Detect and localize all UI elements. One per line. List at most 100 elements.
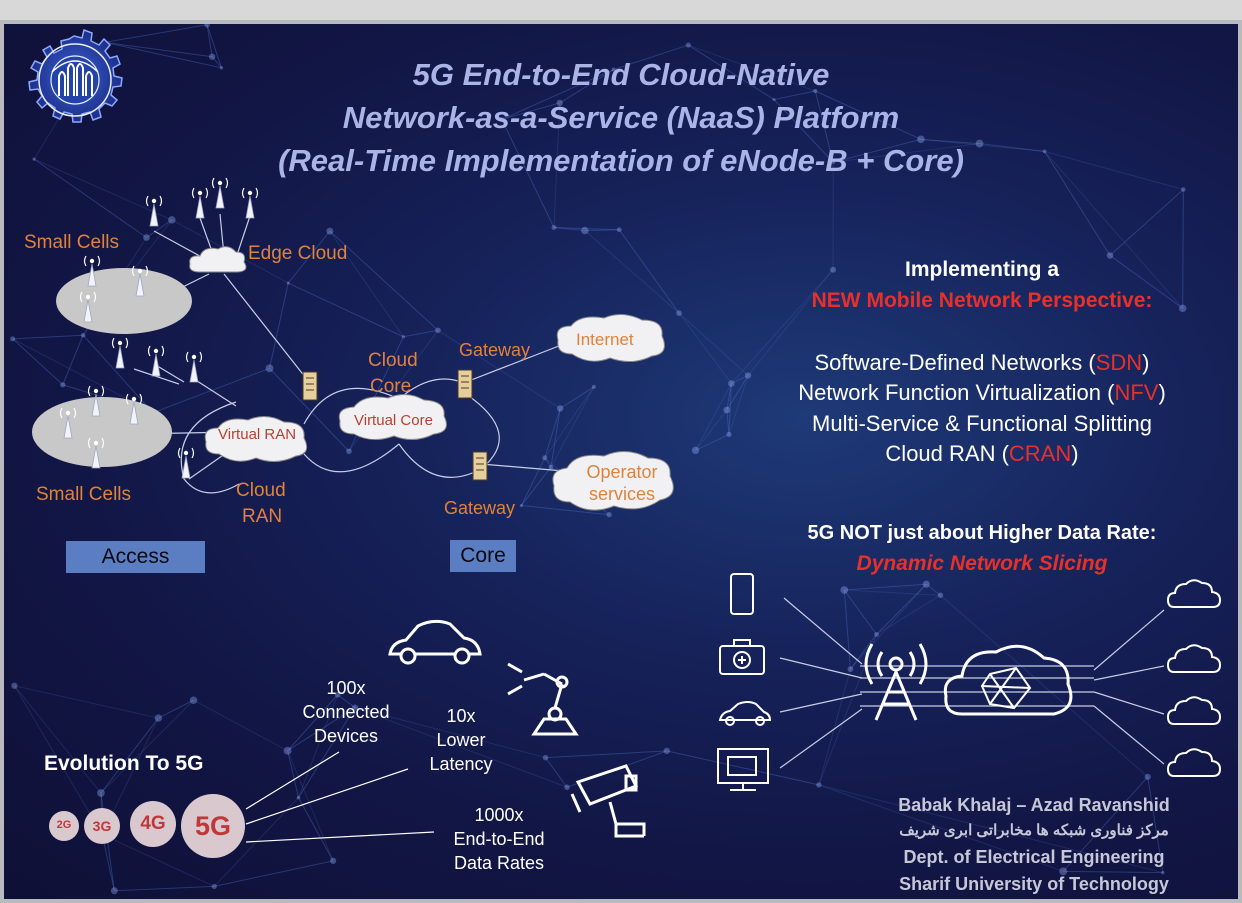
bg-link: [773, 99, 834, 163]
bg-node: [1144, 773, 1151, 780]
bg-link: [14, 685, 159, 719]
cloud-core-label-2: Core: [370, 376, 412, 397]
bg-link: [618, 229, 680, 314]
bg-link: [584, 229, 620, 232]
bg-link: [269, 282, 289, 369]
title-line-2: Network-as-a-Service (NaaS) Platform: [342, 100, 900, 135]
bg-link: [501, 119, 555, 228]
bg-link: [146, 219, 173, 238]
medical-kit-icon: [719, 639, 765, 675]
bg-node: [548, 464, 554, 470]
bg-node: [154, 714, 163, 722]
bg-link: [979, 143, 1045, 152]
bg-link: [158, 699, 194, 719]
bg-link: [850, 583, 927, 670]
bg-link: [1063, 870, 1163, 874]
credits-persian: مرکز فناوری شبکه ها مخابراتی ابری شریف: [899, 822, 1169, 839]
bg-link: [695, 409, 728, 451]
bg-node: [691, 446, 700, 455]
bg-node: [937, 592, 944, 598]
bg-node: [519, 503, 523, 508]
bg-link: [206, 24, 213, 57]
bg-link: [287, 707, 356, 752]
bg-link: [726, 409, 730, 435]
bg-node: [286, 281, 290, 285]
bg-link: [337, 694, 356, 709]
bg-node: [726, 431, 732, 438]
bg-link: [1109, 189, 1184, 256]
bg-link: [206, 24, 222, 68]
bg-node: [663, 747, 670, 755]
bg-link: [920, 138, 980, 145]
bg-link: [666, 750, 819, 786]
gen-5g-circle: [181, 794, 245, 858]
bg-link: [843, 589, 851, 670]
perspective-heading-1: Implementing a: [904, 258, 1060, 281]
perspective-item-cran: Cloud RAN (CRAN): [885, 441, 1079, 466]
bg-link: [544, 408, 561, 458]
bg-link: [833, 138, 922, 163]
bg-link: [613, 44, 689, 71]
bg-link: [33, 158, 173, 221]
bg-link: [876, 583, 927, 635]
bg-link: [695, 433, 730, 451]
perspective-item-nfv: Network Function Virtualization (NFV): [798, 380, 1166, 405]
bg-link: [544, 408, 561, 458]
smartphone-icon: [730, 573, 754, 615]
bg-link: [287, 694, 338, 752]
bg-link: [104, 24, 208, 43]
bg-link: [329, 230, 439, 331]
bg-link: [731, 375, 749, 384]
robot-arm-icon: [507, 662, 579, 736]
bg-link: [747, 269, 834, 376]
gateway-top-label: Gateway: [459, 340, 531, 360]
bg-link: [287, 707, 356, 752]
bg-link: [100, 717, 159, 794]
bg-link: [818, 784, 1163, 874]
bg-link: [553, 227, 620, 231]
bg-link: [12, 334, 84, 340]
bg-link: [100, 699, 194, 794]
bg-link: [844, 589, 941, 596]
bg-link: [544, 457, 552, 468]
bg-link: [678, 312, 732, 384]
bg-link: [12, 338, 64, 386]
bg-link: [613, 44, 689, 71]
small-cells-bottom-label: Small Cells: [36, 484, 132, 505]
bg-link: [815, 90, 922, 140]
bg-link: [815, 90, 922, 140]
bg-node: [542, 754, 549, 761]
bg-node: [296, 795, 301, 800]
operator-cloud: [552, 451, 674, 511]
bg-link: [501, 102, 560, 120]
title-line-3: (Real-Time Implementation of eNode-B + C…: [278, 143, 964, 178]
cell-tower-icon: [864, 643, 928, 721]
internet-label: Internet: [576, 330, 634, 349]
bg-link: [773, 90, 816, 101]
bg-link: [849, 634, 877, 670]
bg-link: [731, 375, 749, 384]
bg-link: [1147, 776, 1164, 873]
bg-link: [553, 227, 620, 231]
bg-link: [1044, 150, 1184, 190]
bg-link: [114, 885, 215, 892]
gen-4g-label: 4G: [140, 813, 166, 834]
bg-link: [584, 230, 680, 314]
car-icon: [388, 619, 482, 665]
bg-link: [287, 750, 334, 862]
bg-link: [1182, 189, 1184, 309]
bg-node: [32, 157, 36, 161]
bg-link: [1044, 151, 1111, 256]
bg-link: [545, 750, 667, 759]
bg-node: [11, 682, 18, 689]
evolution-heading: Evolution To 5G: [44, 752, 204, 775]
bg-link: [559, 386, 595, 409]
bg-node: [542, 455, 548, 461]
bg-node: [723, 406, 731, 414]
bg-link: [329, 230, 404, 338]
bg-link: [844, 583, 927, 591]
bg-link: [104, 41, 222, 69]
bg-link: [1147, 776, 1164, 873]
cloud-ran-label-2: RAN: [242, 506, 283, 527]
